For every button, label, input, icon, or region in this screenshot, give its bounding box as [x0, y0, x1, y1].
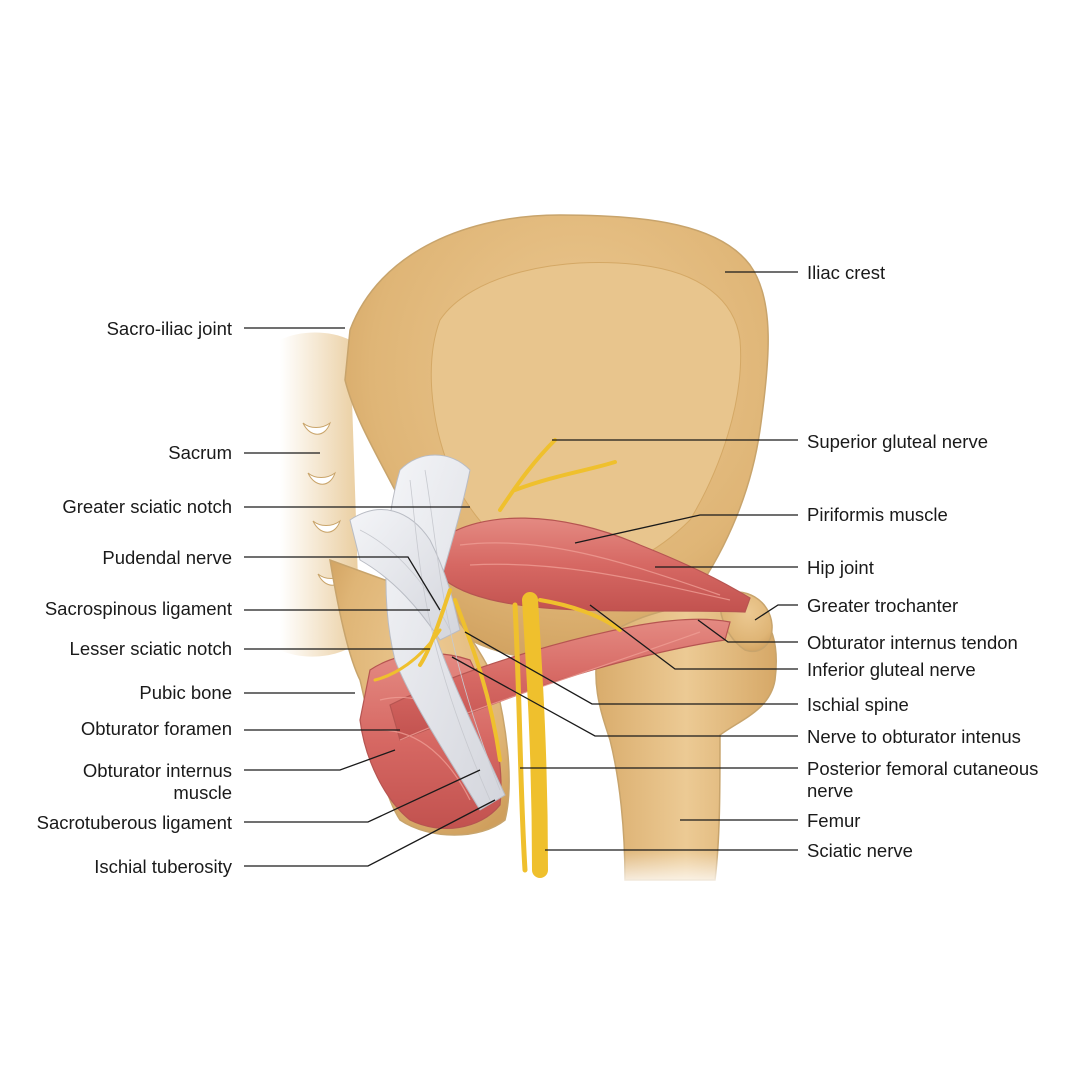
label-sacrum: Sacrum [168, 442, 232, 463]
leader-lines-right [451, 271, 798, 851]
label-obturator-internus-muscle-2: muscle [173, 782, 232, 803]
label-posterior-femoral-cutaneous-2: nerve [807, 780, 853, 801]
labels-right: Iliac crest Superior gluteal nerve Pirif… [807, 262, 1038, 861]
label-lesser-sciatic-notch: Lesser sciatic notch [70, 638, 232, 659]
obturator-branch [453, 598, 502, 762]
label-sacrotuberous-ligament: Sacrotuberous ligament [37, 812, 232, 833]
superior-gluteal-branch-1 [498, 438, 557, 512]
label-greater-trochanter: Greater trochanter [807, 595, 958, 616]
label-ischial-spine: Ischial spine [807, 694, 909, 715]
label-pudendal-nerve: Pudendal nerve [102, 547, 232, 568]
label-nerve-to-obturator-intenus: Nerve to obturator intenus [807, 726, 1021, 747]
label-ischial-tuberosity: Ischial tuberosity [94, 856, 233, 877]
label-iliac-crest: Iliac crest [807, 262, 885, 283]
femur-fade [610, 850, 730, 890]
label-posterior-femoral-cutaneous-1: Posterior femoral cutaneous [807, 758, 1038, 779]
label-superior-gluteal-nerve: Superior gluteal nerve [807, 431, 988, 452]
sciatic-nerve-trunk [522, 592, 548, 878]
illustration [280, 214, 777, 890]
label-inferior-gluteal-nerve: Inferior gluteal nerve [807, 659, 976, 680]
superior-gluteal-branch-2 [513, 460, 617, 492]
label-pubic-bone: Pubic bone [139, 682, 232, 703]
label-hip-joint: Hip joint [807, 557, 874, 578]
label-sacrospinous-ligament: Sacrospinous ligament [45, 598, 232, 619]
label-obturator-internus-tendon: Obturator internus tendon [807, 632, 1018, 653]
leader-lines-left [244, 327, 496, 867]
label-sacroiliac-joint: Sacro-iliac joint [107, 318, 232, 339]
sacrospinous-ligament-shape [349, 509, 461, 641]
inferior-gluteal-branch [538, 598, 622, 632]
label-greater-sciatic-notch: Greater sciatic notch [62, 496, 232, 517]
posterior-femoral-cutaneous-trunk [512, 602, 528, 873]
pudendal-branch-2 [373, 628, 442, 682]
label-obturator-foramen: Obturator foramen [81, 718, 232, 739]
label-sciatic-nerve: Sciatic nerve [807, 840, 913, 861]
labels-left: Sacro-iliac joint Sacrum Greater sciatic… [37, 318, 233, 877]
nerves [373, 438, 622, 878]
pudendal-branch [418, 588, 452, 667]
label-femur: Femur [807, 810, 860, 831]
label-obturator-internus-muscle-1: Obturator internus [83, 760, 232, 781]
label-piriformis-muscle: Piriformis muscle [807, 504, 948, 525]
